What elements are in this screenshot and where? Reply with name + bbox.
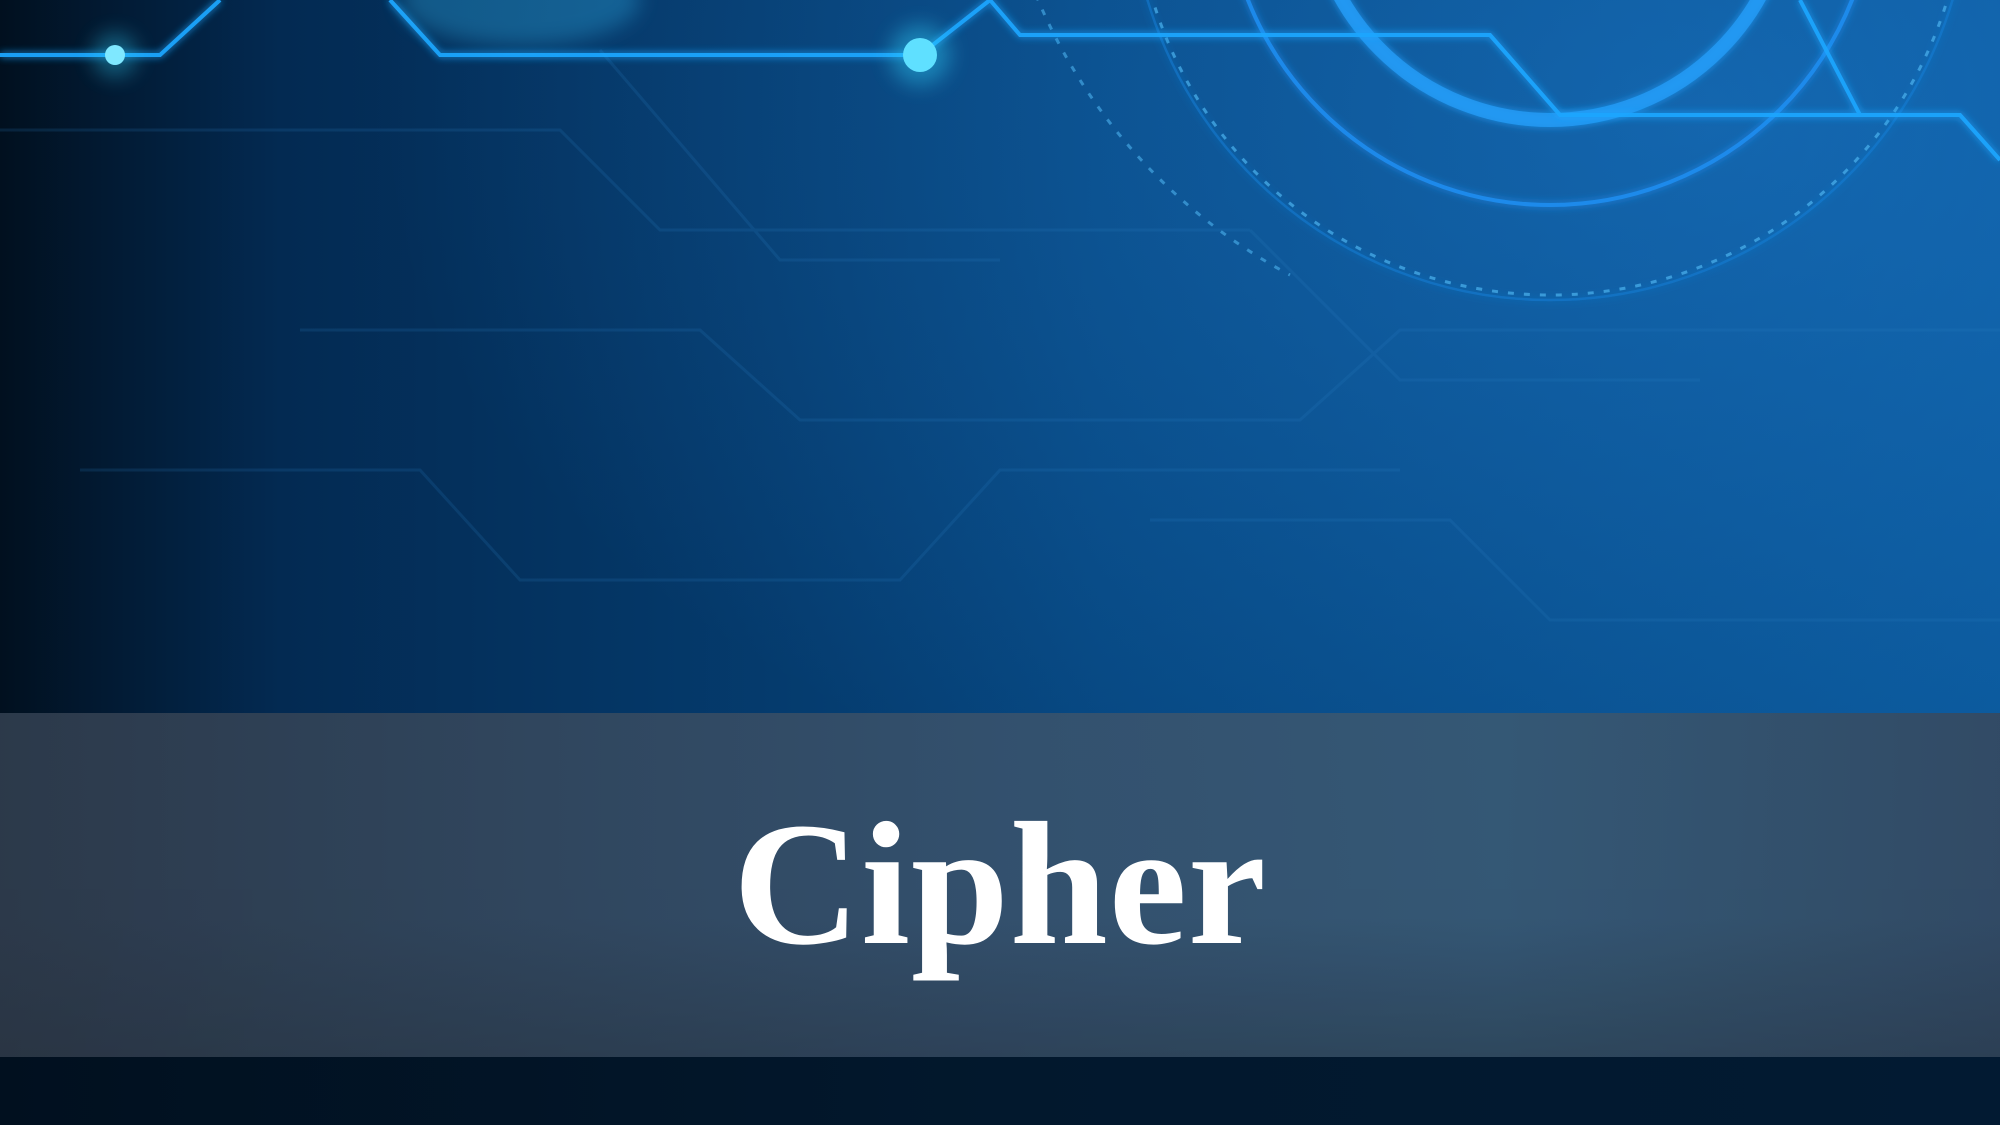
- title-band: [0, 713, 2000, 1057]
- bottom-strip: [0, 1057, 2000, 1125]
- slide-title: Cipher: [733, 787, 1267, 982]
